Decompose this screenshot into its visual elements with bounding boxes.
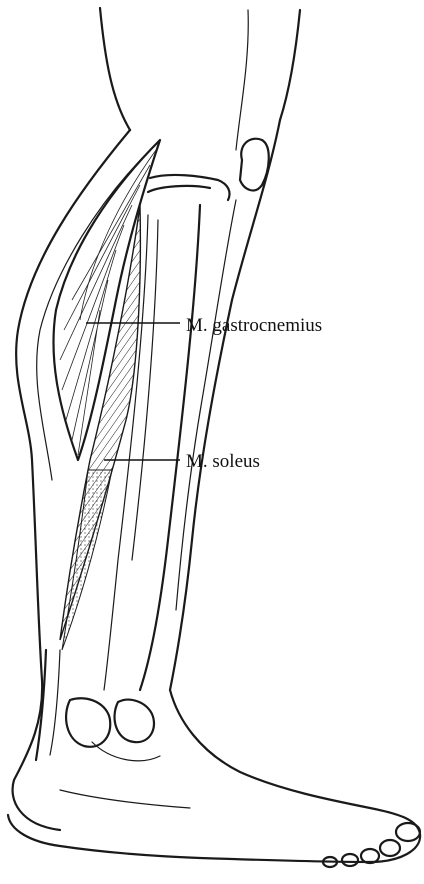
shin-outline xyxy=(170,120,280,690)
thigh-outline xyxy=(100,8,300,150)
ankle-bones xyxy=(66,698,160,761)
knee-joint xyxy=(148,175,230,200)
achilles-tendon xyxy=(36,650,60,760)
foot-outline xyxy=(8,690,420,862)
toes xyxy=(323,823,420,867)
soleus-muscle xyxy=(60,205,140,650)
calf-outline xyxy=(13,130,150,830)
soleus-label: M. soleus xyxy=(186,452,260,471)
gastrocnemius-label: M. gastrocnemius xyxy=(186,316,322,335)
